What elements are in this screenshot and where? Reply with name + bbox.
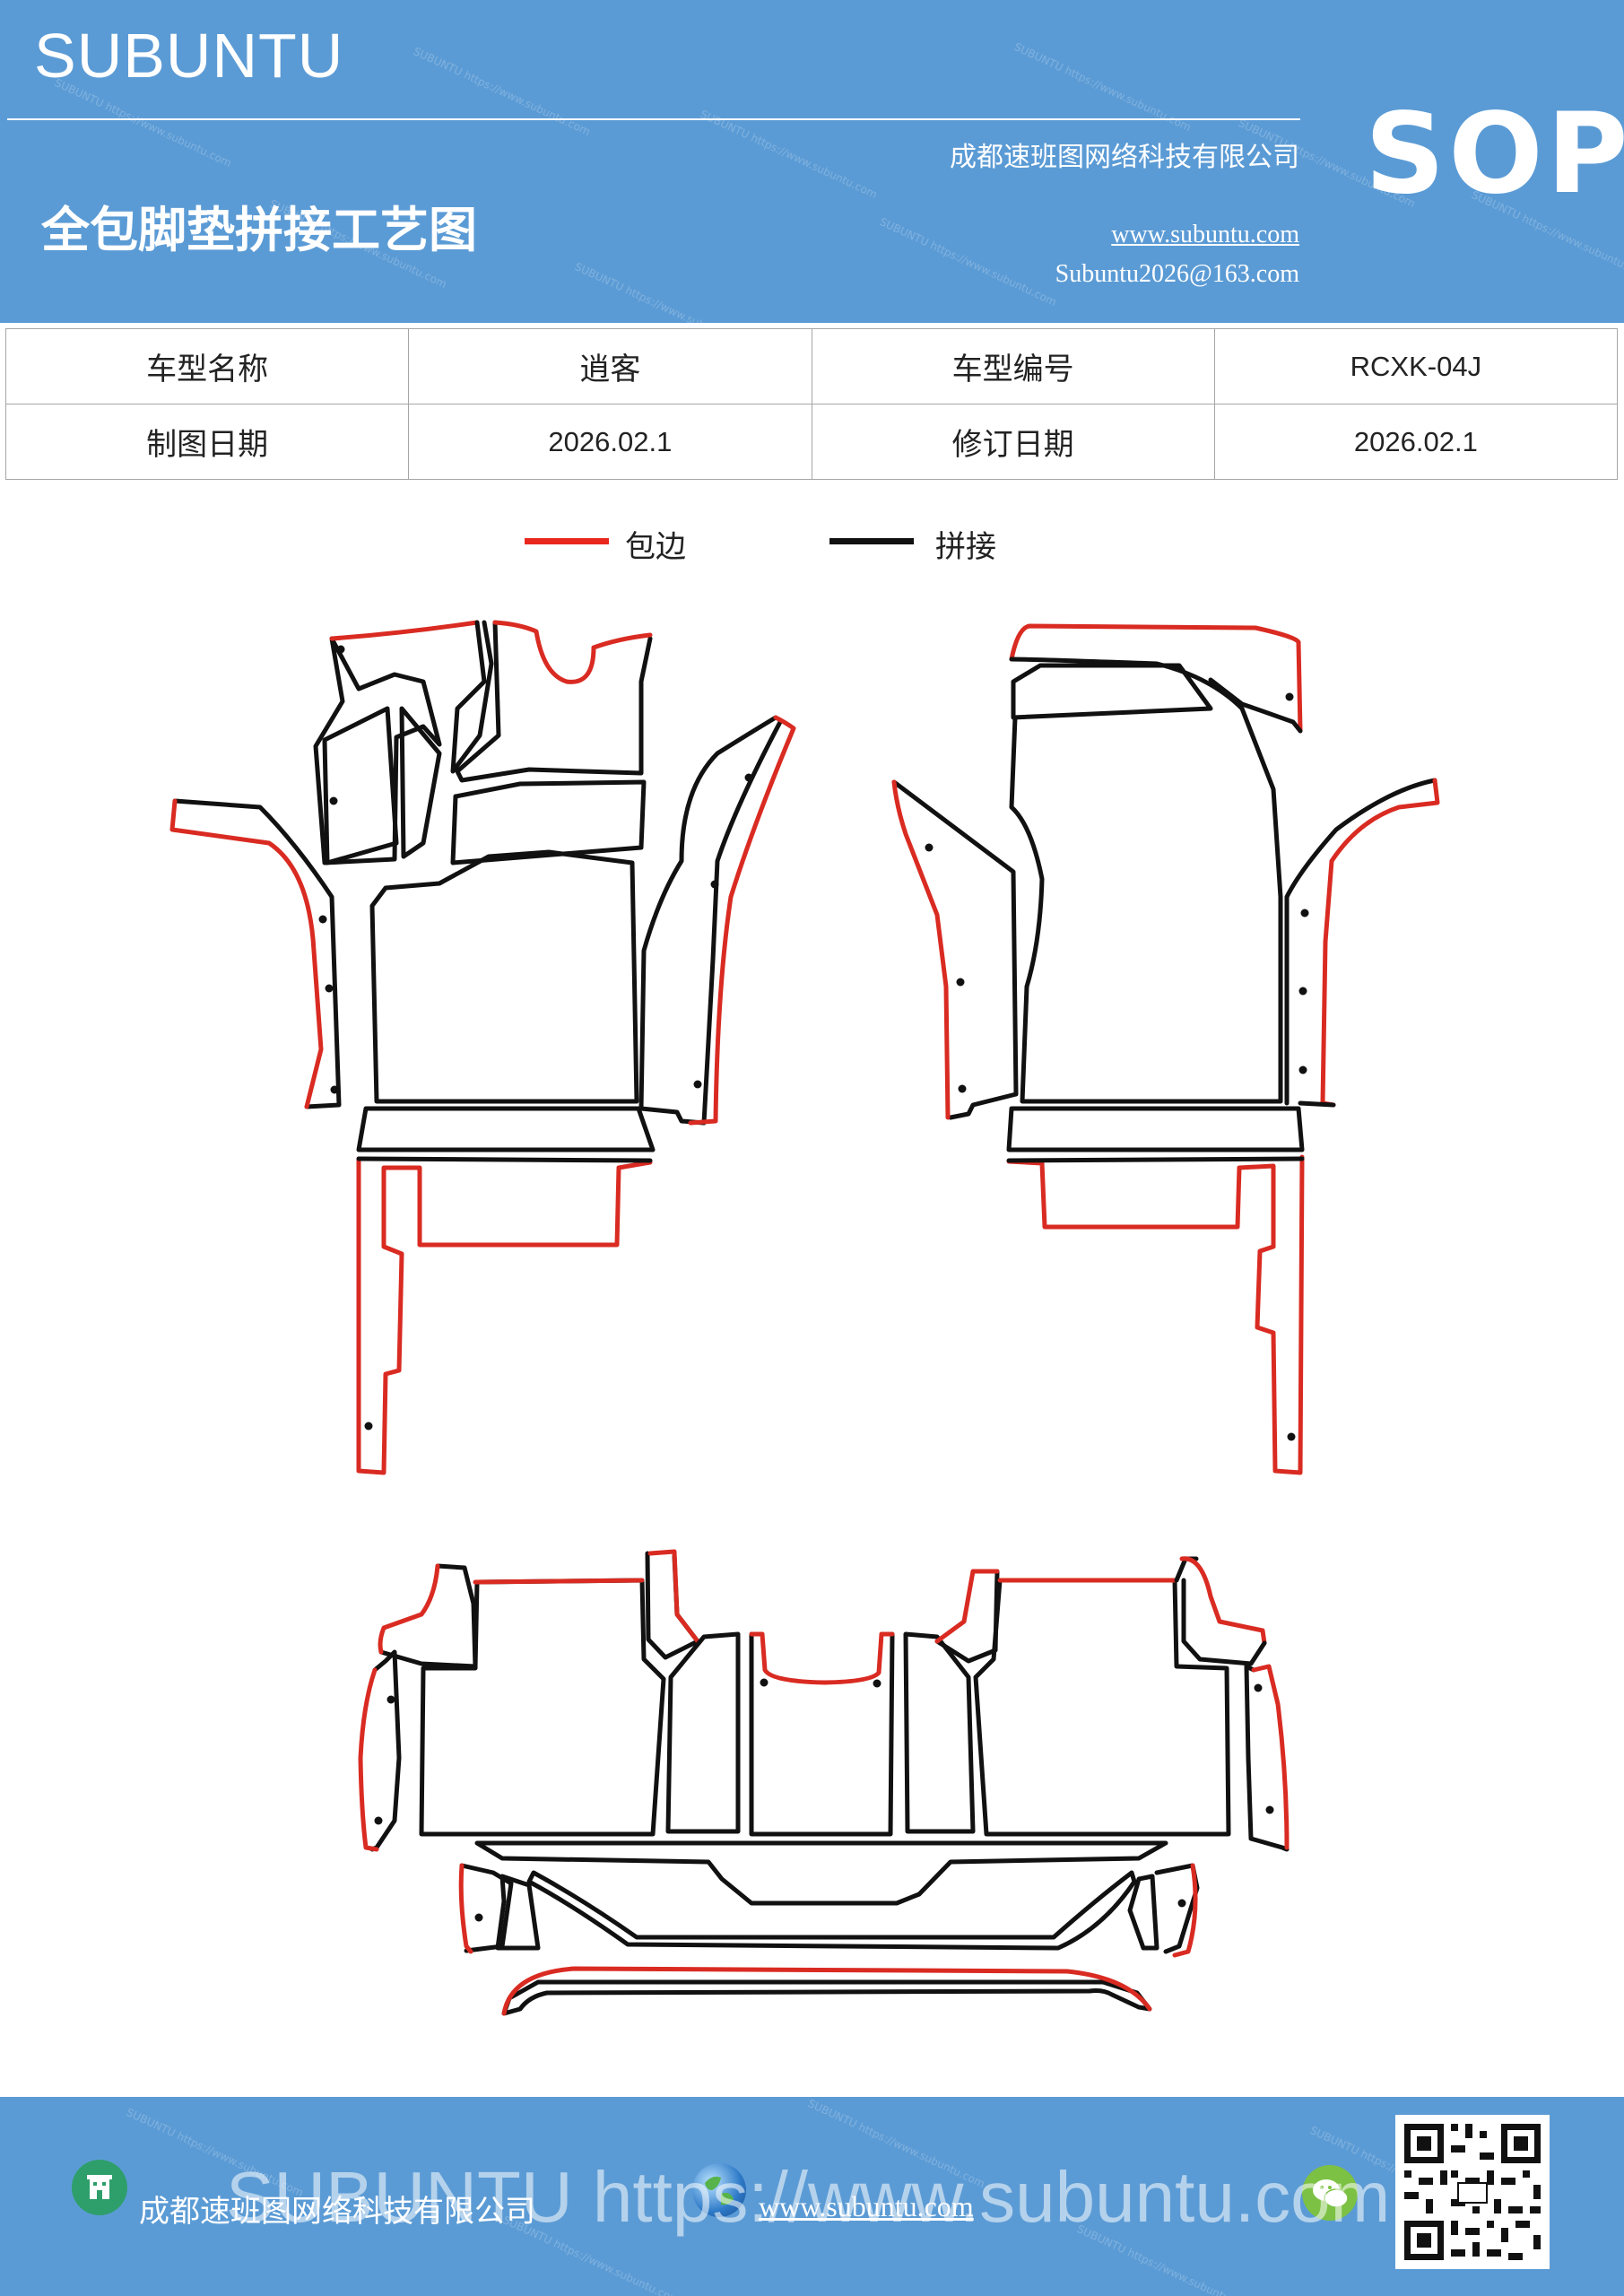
rear-right-floor bbox=[973, 1578, 1231, 1837]
revision-date-value: 2026.02.1 bbox=[1213, 404, 1619, 480]
front-left-mat-group bbox=[169, 620, 796, 1475]
brand-name: SUBUNTU bbox=[34, 21, 344, 91]
building-icon bbox=[72, 2160, 127, 2215]
rear-bridge-band bbox=[474, 1840, 1168, 1906]
svg-text:SUBUNTU https://www.subuntu.co: SUBUNTU https://www.subuntu.com bbox=[699, 108, 880, 201]
rear-mat-group bbox=[358, 1549, 1290, 2016]
left-arm-edge bbox=[169, 798, 324, 1109]
rear-center-left-strip bbox=[665, 1631, 741, 1834]
right-arm-edge bbox=[688, 715, 796, 1126]
table-row: 制图日期 2026.02.1 修订日期 2026.02.1 bbox=[4, 404, 1619, 480]
svg-text:SUBUNTU https://www.subuntu.co: SUBUNTU https://www.subuntu.com bbox=[878, 215, 1059, 309]
rear-right-upper-edge bbox=[1179, 1556, 1267, 1646]
drawing-date-value: 2026.02.1 bbox=[408, 404, 812, 480]
rear-left-floor-edge bbox=[473, 1578, 645, 1585]
model-code-value: RCXK-04J bbox=[1213, 328, 1619, 404]
legend-label-seam: 拼接 bbox=[935, 529, 996, 565]
right-arm-outline bbox=[638, 719, 783, 1126]
footer-company: 成都速班图网络科技有限公司 bbox=[139, 2194, 535, 2230]
sop-badge: SOP bbox=[1365, 90, 1624, 219]
rear-extension-edge bbox=[356, 1156, 653, 1475]
legend-swatch-edge bbox=[525, 538, 609, 544]
footer-banner: SUBUNTU https://www.subuntu.com SUBUNTU … bbox=[0, 2097, 1624, 2296]
passenger-upper-band bbox=[1011, 663, 1213, 720]
rear-lower-left-edge bbox=[458, 1863, 473, 1954]
driver-bottom-bar bbox=[356, 1106, 656, 1152]
model-name-value: 逍客 bbox=[408, 328, 812, 404]
table-row: 车型名称 逍客 车型编号 RCXK-04J bbox=[4, 328, 1619, 404]
passenger-rear-edge bbox=[1006, 1154, 1305, 1475]
header-banner: SUBUNTU https://www.subuntu.com SUBUNTU … bbox=[0, 0, 1624, 323]
document-title: 全包脚垫拼接工艺图 bbox=[41, 202, 477, 258]
rear-sill-inner bbox=[501, 1979, 1152, 2016]
wechat-icon bbox=[1302, 2165, 1358, 2221]
rear-center-right-strip bbox=[903, 1631, 976, 1834]
qr-code[interactable] bbox=[1395, 2115, 1550, 2269]
passenger-right-arm-edge bbox=[1320, 778, 1440, 1108]
rear-left-upper-edge bbox=[378, 1563, 440, 1655]
legend-swatch-seam bbox=[829, 538, 914, 544]
contact-email[interactable]: Subuntu2026@163.com bbox=[1055, 260, 1299, 288]
middle-band-upper bbox=[450, 779, 647, 865]
strip-b bbox=[399, 706, 442, 859]
legend: 包边 拼接 bbox=[0, 522, 1624, 565]
footer-overlay-text: SUBUNTU https://www.subuntu.com bbox=[226, 2157, 1391, 2237]
rear-left-floor bbox=[419, 1578, 666, 1837]
drawing-date-label: 制图日期 bbox=[4, 404, 410, 480]
website-link[interactable]: www.subuntu.com bbox=[1111, 221, 1299, 248]
rear-far-left-edge bbox=[358, 1667, 379, 1852]
footer-website-link[interactable]: www.subuntu.com bbox=[759, 2190, 974, 2222]
rear-lower-right-edge bbox=[1172, 1863, 1198, 1958]
revision-date-label: 修订日期 bbox=[811, 404, 1215, 480]
driver-main-floor bbox=[369, 849, 639, 1104]
rear-right-pillar-edge bbox=[934, 1569, 1000, 1644]
floor-mat-diagram bbox=[169, 620, 1440, 2016]
front-right-mat-group bbox=[891, 623, 1440, 1475]
company-name: 成都速班图网络科技有限公司 bbox=[950, 142, 1299, 173]
rear-pillar-edge bbox=[647, 1549, 700, 1644]
rear-far-right-edge bbox=[1251, 1664, 1290, 1850]
model-code-label: 车型编号 bbox=[811, 328, 1215, 404]
header-divider bbox=[7, 118, 1300, 120]
rear-sill-edge bbox=[501, 1966, 1152, 2016]
model-name-label: 车型名称 bbox=[4, 328, 410, 404]
rear-center-edge bbox=[749, 1631, 895, 1685]
passenger-left-arm-edge bbox=[891, 779, 951, 1120]
rear-lower-band bbox=[526, 1870, 1137, 1951]
strip-a bbox=[322, 706, 399, 865]
svg-text:SUBUNTU https://www.subuntu.co: SUBUNTU https://www.subuntu.com bbox=[412, 45, 593, 138]
passenger-top-edge bbox=[1009, 623, 1303, 734]
vehicle-info-table: 车型名称 逍客 车型编号 RCXK-04J 制图日期 2026.02.1 修订日… bbox=[4, 328, 1619, 480]
globe-icon bbox=[692, 2163, 746, 2217]
legend-label-edge: 包边 bbox=[625, 529, 686, 565]
center-upper-panel bbox=[455, 620, 653, 783]
center-upper-edge bbox=[492, 620, 653, 684]
driver-upper-edge bbox=[329, 620, 480, 641]
driver-upper-panel bbox=[313, 636, 442, 865]
passenger-bottom-bar bbox=[1006, 1106, 1305, 1152]
svg-text:SUBUNTU https://www.subuntu.co: SUBUNTU https://www.subuntu.com bbox=[573, 260, 754, 323]
